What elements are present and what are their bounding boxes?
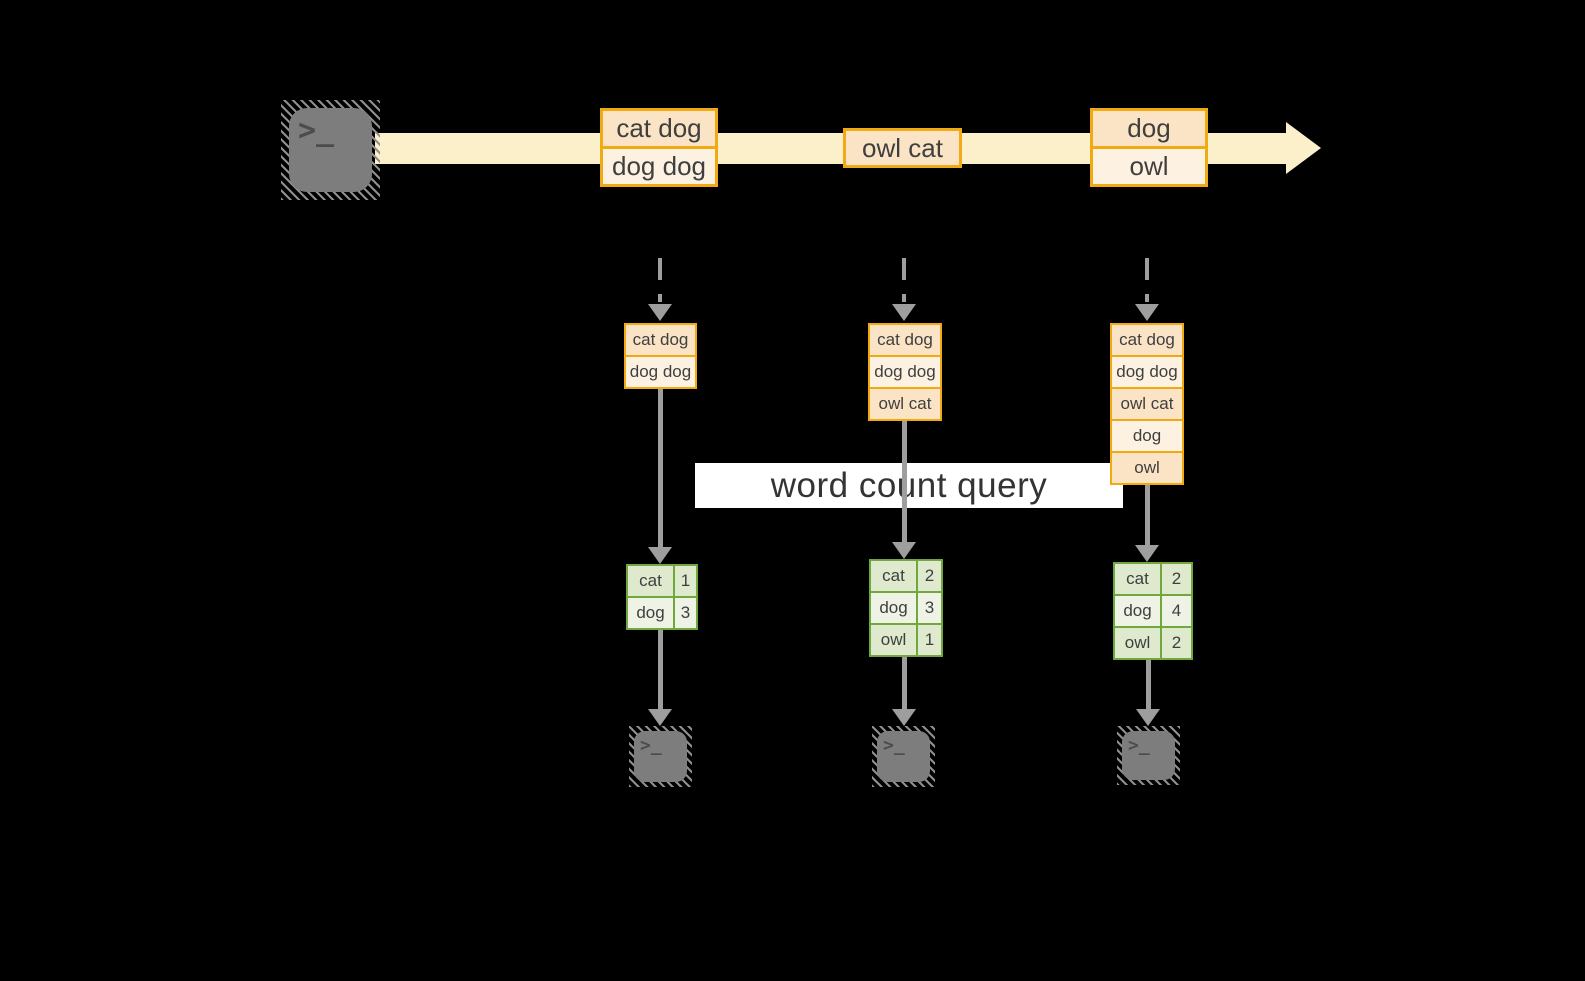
terminal-prompt-icon: >_ — [883, 735, 905, 756]
word-cell: dog — [628, 598, 675, 628]
micro-batch-3: dog owl — [1090, 108, 1208, 187]
count-row: cat 2 — [1115, 564, 1191, 594]
terminal-output-1-icon: >_ — [629, 726, 692, 787]
input-state-3: cat dog dog dog owl cat dog owl — [1110, 323, 1184, 485]
trigger-arrowhead-2-icon — [892, 304, 916, 321]
query-arrowhead-2-icon — [892, 542, 916, 559]
output-arrow-1 — [658, 630, 663, 710]
trigger-arrowhead-3-icon — [1135, 304, 1159, 321]
trigger-arrow-1 — [658, 258, 662, 302]
count-cell: 3 — [918, 593, 941, 623]
output-arrow-3 — [1146, 660, 1151, 710]
query-label-box: word count query — [695, 463, 1123, 508]
word-count-table-1: cat 1 dog 3 — [626, 564, 698, 630]
word-cell: owl — [871, 625, 918, 655]
trigger-arrow-2 — [902, 258, 906, 302]
word-count-table-3: cat 2 dog 4 owl 2 — [1113, 562, 1193, 660]
state-row: dog dog — [870, 355, 940, 387]
trigger-arrowhead-1-icon — [648, 304, 672, 321]
batch-line: owl cat — [846, 131, 959, 165]
state-row: dog dog — [626, 355, 695, 387]
terminal-source-icon: >_ — [281, 100, 380, 200]
micro-batch-1: cat dog dog dog — [600, 108, 718, 187]
count-cell: 2 — [1162, 564, 1191, 594]
input-state-1: cat dog dog dog — [624, 323, 697, 389]
stream-arrowhead-icon — [1286, 122, 1321, 174]
state-row: owl cat — [870, 387, 940, 419]
state-row: owl — [1112, 451, 1182, 483]
word-count-table-2: cat 2 dog 3 owl 1 — [869, 559, 943, 657]
output-arrow-2 — [902, 657, 907, 710]
input-state-2: cat dog dog dog owl cat — [868, 323, 942, 421]
count-row: owl 2 — [1115, 626, 1191, 658]
count-cell: 2 — [918, 561, 941, 591]
count-row: dog 3 — [628, 596, 696, 628]
terminal-prompt-icon: >_ — [640, 735, 662, 756]
count-cell: 1 — [918, 625, 941, 655]
output-arrowhead-1-icon — [648, 709, 672, 726]
output-arrowhead-2-icon — [892, 709, 916, 726]
terminal-prompt-icon: >_ — [298, 113, 335, 148]
count-cell: 1 — [675, 566, 696, 596]
query-arrow-3 — [1145, 485, 1150, 546]
count-cell: 2 — [1162, 628, 1191, 658]
count-row: dog 3 — [871, 591, 941, 623]
batch-line: dog — [1093, 111, 1205, 146]
trigger-arrow-3 — [1145, 258, 1149, 302]
count-row: dog 4 — [1115, 594, 1191, 626]
terminal-screen: >_ — [877, 731, 930, 782]
word-cell: dog — [1115, 596, 1162, 626]
count-cell: 3 — [675, 598, 696, 628]
query-arrow-1 — [658, 389, 663, 548]
query-arrow-2 — [902, 421, 907, 543]
count-row: owl 1 — [871, 623, 941, 655]
word-cell: owl — [1115, 628, 1162, 658]
state-row: dog dog — [1112, 355, 1182, 387]
micro-batch-2: owl cat — [843, 128, 962, 168]
word-cell: cat — [1115, 564, 1162, 594]
count-row: cat 1 — [628, 566, 696, 596]
state-row: owl cat — [1112, 387, 1182, 419]
batch-line: cat dog — [603, 111, 715, 146]
query-arrowhead-3-icon — [1135, 545, 1159, 562]
word-cell: dog — [871, 593, 918, 623]
batch-line: owl — [1093, 146, 1205, 184]
batch-line: dog dog — [603, 146, 715, 184]
query-arrowhead-1-icon — [648, 547, 672, 564]
state-row: cat dog — [626, 325, 695, 355]
word-cell: cat — [628, 566, 675, 596]
state-row: dog — [1112, 419, 1182, 451]
terminal-screen: >_ — [289, 108, 372, 192]
word-cell: cat — [871, 561, 918, 591]
query-label: word count query — [770, 465, 1048, 505]
state-row: cat dog — [1112, 325, 1182, 355]
state-row: cat dog — [870, 325, 940, 355]
count-row: cat 2 — [871, 561, 941, 591]
terminal-screen: >_ — [1122, 731, 1175, 780]
terminal-prompt-icon: >_ — [1128, 735, 1150, 756]
terminal-output-3-icon: >_ — [1117, 726, 1180, 785]
count-cell: 4 — [1162, 596, 1191, 626]
output-arrowhead-3-icon — [1136, 709, 1160, 726]
terminal-output-2-icon: >_ — [872, 726, 935, 787]
terminal-screen: >_ — [634, 731, 687, 782]
